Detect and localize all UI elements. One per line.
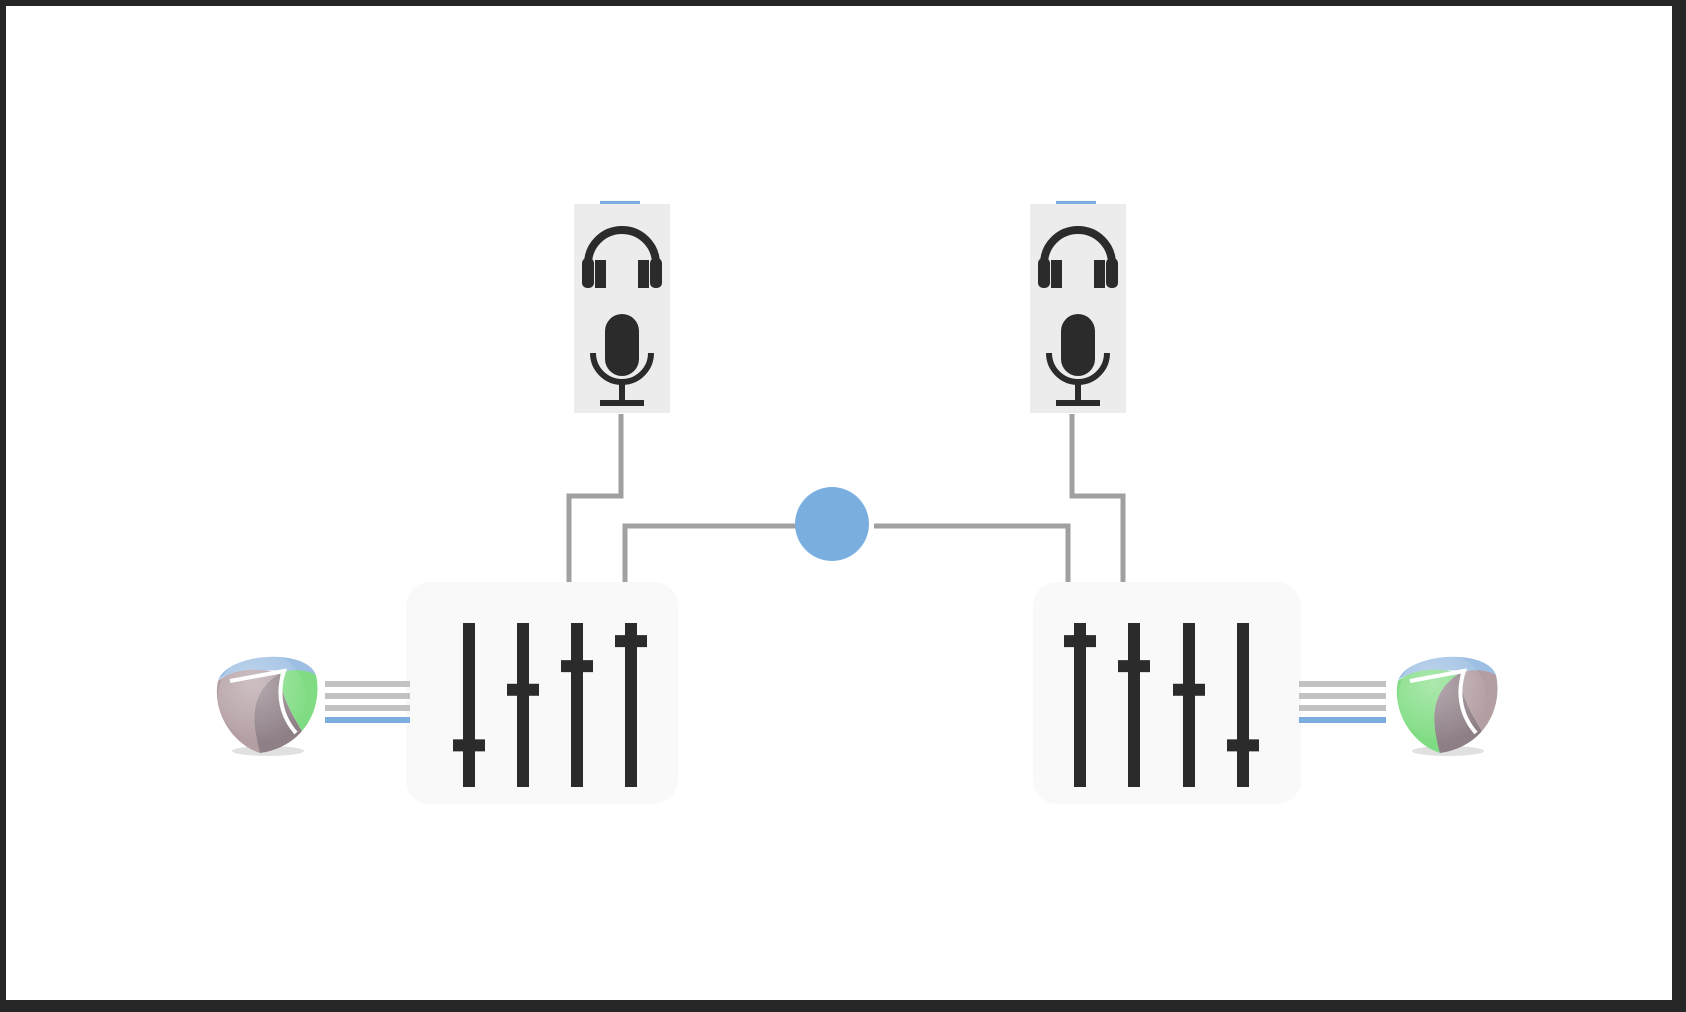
fader-track bbox=[625, 623, 637, 787]
connector-lines bbox=[566, 414, 1126, 582]
mixer-sliders-icon bbox=[1064, 623, 1259, 787]
headphones-icon bbox=[582, 226, 662, 288]
fader-track bbox=[1074, 623, 1086, 787]
fader-track bbox=[571, 623, 583, 787]
app-link-lines-right bbox=[1299, 681, 1386, 723]
headset-node-left[interactable] bbox=[574, 201, 670, 413]
fader-track bbox=[517, 623, 529, 787]
headset-node-right[interactable] bbox=[1030, 201, 1126, 413]
fader-knob[interactable] bbox=[453, 739, 485, 752]
fader-knob[interactable] bbox=[1173, 683, 1205, 696]
microphone-icon bbox=[1046, 314, 1110, 406]
headset-panel-accent bbox=[1056, 201, 1096, 204]
fader-knob[interactable] bbox=[1227, 739, 1259, 752]
mixer-panel bbox=[406, 582, 678, 804]
hub-node[interactable] bbox=[795, 487, 869, 561]
connector-headset-left-to-mixer-left bbox=[566, 414, 624, 582]
fader-knob[interactable] bbox=[507, 683, 539, 696]
connector-hub-to-mixer-left bbox=[622, 523, 796, 582]
fader-track bbox=[463, 623, 475, 787]
routing-diagram bbox=[216, 201, 1498, 804]
mixer-sliders-icon bbox=[453, 623, 647, 787]
app-link-lines-left bbox=[325, 681, 410, 723]
mixer-node-right[interactable] bbox=[1033, 582, 1301, 804]
connector-hub-to-mixer-right bbox=[874, 523, 1071, 582]
headset-panel bbox=[1030, 204, 1126, 413]
app-logo-icon[interactable] bbox=[1396, 653, 1498, 756]
fader-track bbox=[1183, 623, 1195, 787]
diagram-canvas bbox=[6, 6, 1672, 1000]
headset-panel-accent bbox=[600, 201, 640, 204]
fader-knob[interactable] bbox=[1118, 660, 1150, 673]
mixer-panel bbox=[1033, 582, 1301, 804]
fader-knob[interactable] bbox=[561, 660, 593, 673]
headphones-icon bbox=[1038, 226, 1118, 288]
fader-knob[interactable] bbox=[1064, 635, 1096, 648]
microphone-icon bbox=[590, 314, 654, 406]
mixer-node-left[interactable] bbox=[406, 582, 678, 804]
fader-knob[interactable] bbox=[615, 635, 647, 648]
fader-track bbox=[1237, 623, 1249, 787]
app-logo-icon[interactable] bbox=[216, 653, 318, 756]
connector-headset-right-to-mixer-right bbox=[1069, 414, 1126, 582]
fader-track bbox=[1128, 623, 1140, 787]
headset-panel bbox=[574, 204, 670, 413]
